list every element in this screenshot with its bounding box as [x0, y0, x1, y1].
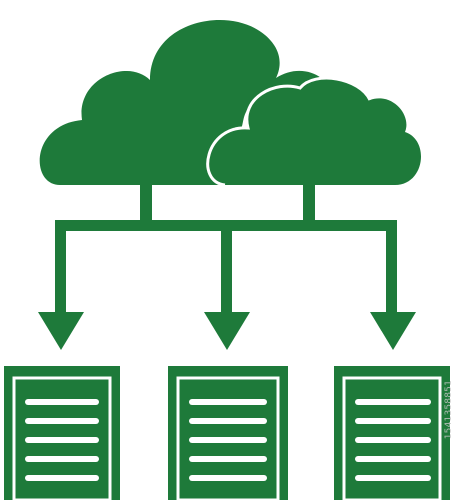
arrow-down-icon — [38, 312, 84, 350]
arrow-down-icon — [370, 312, 416, 350]
document-icon — [168, 366, 288, 500]
document-icon — [334, 366, 450, 500]
watermark-id: 1541358851 — [444, 380, 454, 440]
cloud-icon — [39, 20, 330, 185]
cloud-icon — [207, 78, 422, 185]
document-icon — [4, 366, 120, 500]
arrow-down-icon — [204, 312, 250, 350]
